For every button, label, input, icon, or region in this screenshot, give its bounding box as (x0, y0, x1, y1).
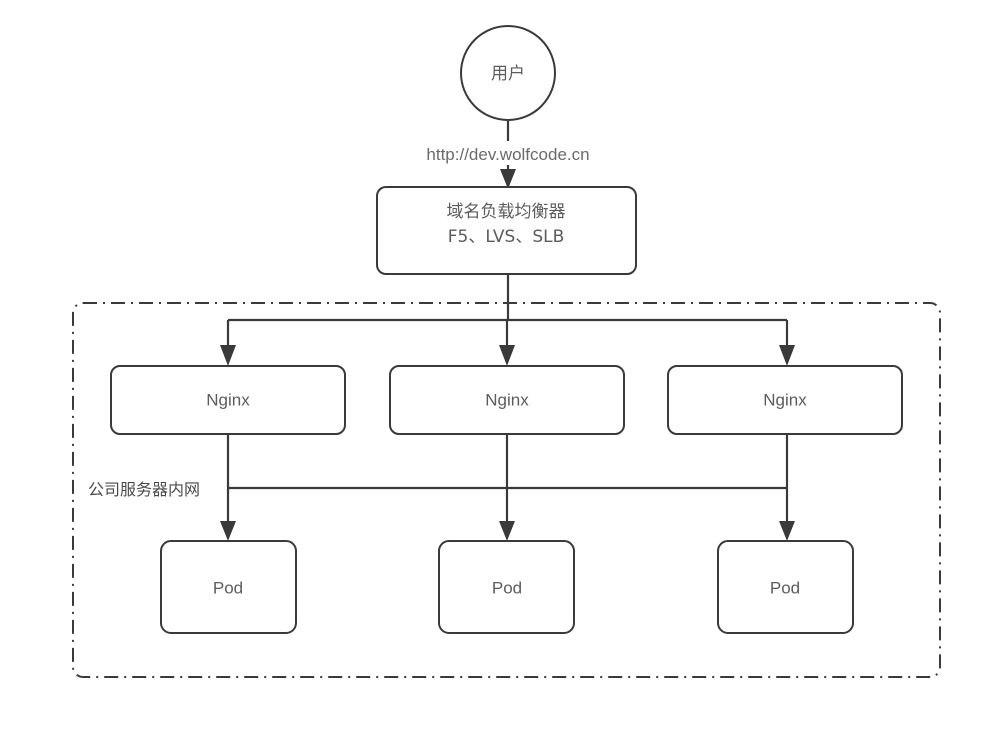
arrowhead-bus-to-nginx-3 (779, 345, 795, 366)
node-nginx-1[interactable]: Nginx (110, 365, 346, 435)
arrowhead-nginx-3-to-pod-3 (779, 521, 795, 541)
arrowhead-bus-to-nginx-2 (499, 345, 515, 366)
pod-3-box (717, 540, 854, 634)
intranet-zone-label: 公司服务器内网 (88, 480, 200, 499)
load-balancer-label-line2: F5、LVS、SLB (448, 227, 565, 247)
load-balancer-box (376, 186, 637, 275)
edge-label-backdrop (400, 141, 616, 165)
nginx-2-label: Nginx (485, 390, 529, 409)
node-nginx-3[interactable]: Nginx (667, 365, 903, 435)
arrowhead-bus-to-nginx-1 (220, 345, 236, 366)
nginx-1-label: Nginx (206, 390, 250, 409)
arrowhead-user-to-loadbalancer (500, 169, 516, 189)
pod-2-label: Pod (492, 578, 522, 597)
pod-3-label: Pod (770, 578, 800, 597)
nginx-3-box (667, 365, 903, 435)
nginx-2-box (389, 365, 625, 435)
node-pod-1[interactable]: Pod (160, 540, 297, 634)
node-pod-2[interactable]: Pod (438, 540, 575, 634)
nginx-1-box (110, 365, 346, 435)
user-circle (460, 25, 556, 121)
node-user[interactable]: 用户 (460, 25, 556, 121)
pod-2-box (438, 540, 575, 634)
pod-1-box (160, 540, 297, 634)
zone-label-backdrop (84, 479, 212, 501)
intranet-zone-boundary (72, 302, 941, 678)
edge-label-url: http://dev.wolfcode.cn (426, 145, 589, 164)
load-balancer-label-line1: 域名负载均衡器 (447, 202, 566, 222)
node-nginx-2[interactable]: Nginx (389, 365, 625, 435)
node-pod-3[interactable]: Pod (717, 540, 854, 634)
nginx-3-label: Nginx (763, 390, 807, 409)
node-load-balancer[interactable]: 域名负载均衡器 F5、LVS、SLB (376, 186, 637, 275)
arrowhead-nginx-1-to-pod-1 (220, 521, 236, 541)
pod-1-label: Pod (213, 578, 243, 597)
arrowhead-nginx-2-to-pod-2 (499, 521, 515, 541)
user-label: 用户 (491, 64, 525, 84)
